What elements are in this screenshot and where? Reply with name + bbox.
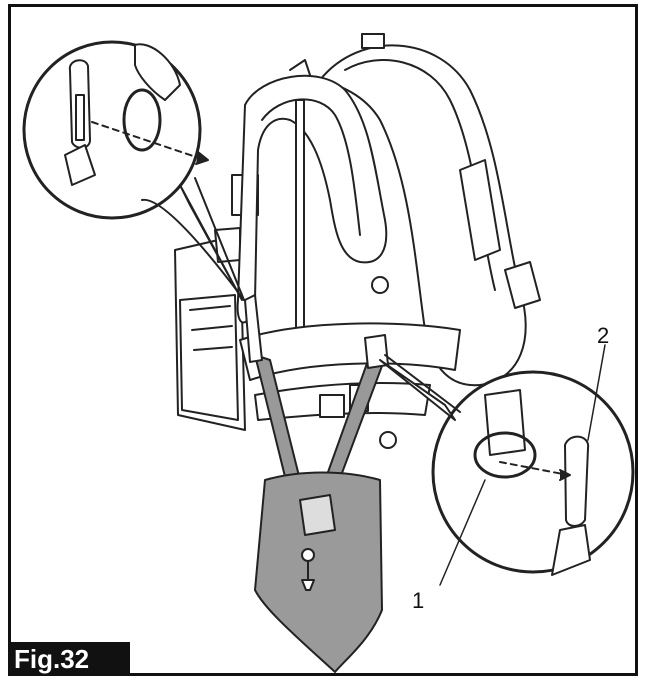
figure-label: Fig.32 (8, 642, 130, 676)
hip-pad (254, 471, 383, 673)
harness-straps (244, 276, 397, 506)
callout-1: 1 (412, 588, 425, 613)
left-detail-circle (22, 40, 245, 301)
right-detail-circle (379, 344, 635, 586)
callout-2: 2 (597, 323, 610, 348)
figure-frame (8, 4, 638, 676)
